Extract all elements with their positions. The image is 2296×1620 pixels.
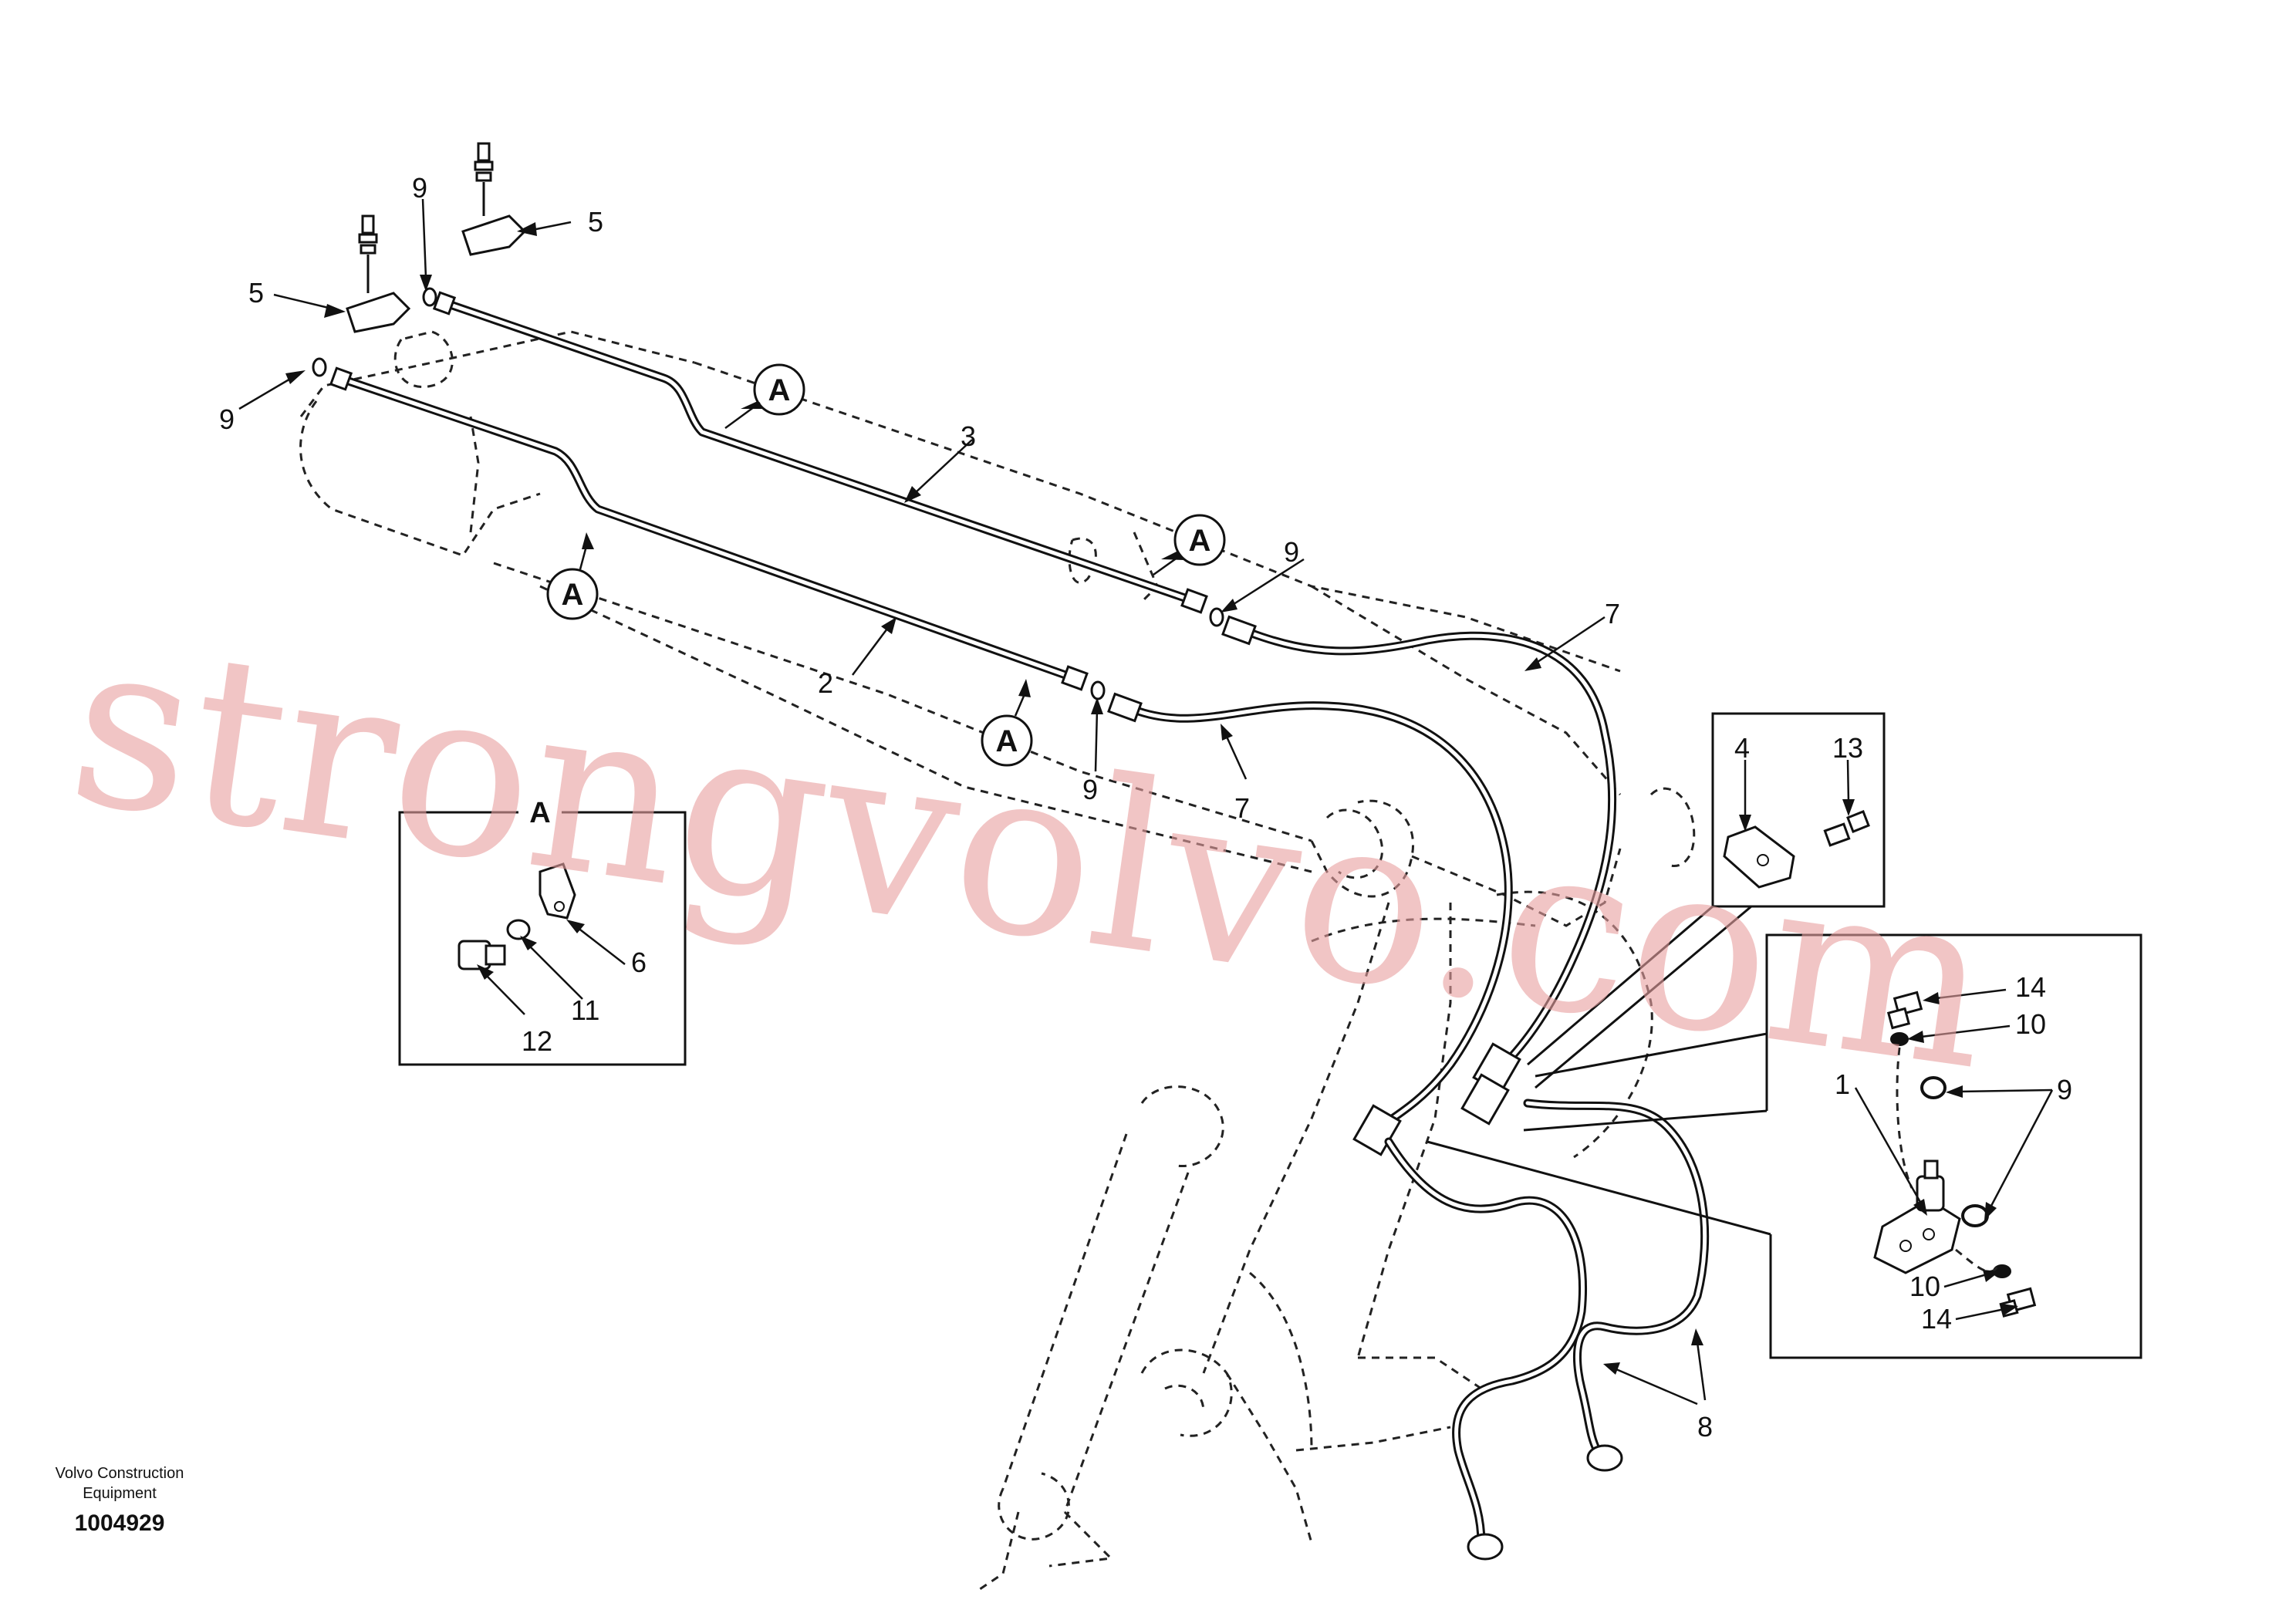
clamp-5-upper [461, 142, 527, 256]
leaders [238, 198, 1707, 1406]
callout-a-2-text: A [1189, 524, 1211, 558]
connection-block [1352, 1042, 1521, 1156]
oring-9-mid-upper [1209, 607, 1224, 627]
label-7-upper: 7 [1605, 598, 1620, 629]
detail-box-label-4: 4 [1734, 732, 1750, 764]
oring-9-top [422, 287, 437, 307]
detail-a-label-6: 6 [631, 947, 647, 978]
detail-box-label-10-top: 10 [2015, 1008, 2046, 1040]
label-5-lower: 5 [248, 277, 264, 309]
detail-box-label-14-bottom: 14 [1921, 1303, 1952, 1335]
detail-a-label-12: 12 [522, 1025, 552, 1057]
tube-3 [432, 291, 1208, 614]
label-9-mid-lower: 9 [1082, 774, 1098, 805]
label-8: 8 [1697, 1411, 1713, 1443]
boom-outline [299, 330, 1696, 1591]
label-7-lower: 7 [1234, 792, 1250, 824]
label-9-left: 9 [219, 403, 235, 435]
callout-a-1: A [724, 363, 805, 430]
callout-a-4: A [981, 679, 1033, 767]
oring-9-mid-lower [1090, 680, 1106, 700]
label-2: 2 [818, 667, 833, 699]
detail-box-label-14-top: 14 [2015, 971, 2046, 1003]
oring-9-left [312, 357, 327, 377]
company-line-1: Volvo Construction [56, 1465, 184, 1482]
detail-a-box: A 6 11 12 [398, 797, 687, 1066]
tube-2 [329, 366, 1089, 691]
detail-a-label-11: 11 [571, 994, 599, 1026]
hoses-8 [1384, 1099, 1710, 1561]
detail-box-connection-block: 14 10 1 9 10 14 [1427, 933, 2142, 1359]
detail-box-label-9: 9 [2057, 1074, 2072, 1105]
callout-a-3: A [546, 532, 599, 620]
detail-box-label-13: 13 [1832, 732, 1863, 764]
callout-a-2: A [1153, 514, 1226, 576]
hose-7-lower [1107, 692, 1513, 1131]
detail-box-label-10-bottom: 10 [1909, 1271, 1940, 1302]
callout-a-3-text: A [562, 578, 584, 612]
detail-box-label-1: 1 [1835, 1068, 1850, 1100]
detail-a-title: A [529, 797, 550, 829]
label-3: 3 [961, 420, 976, 452]
hose-7-upper [1221, 615, 1617, 1077]
drawing-number: 1004929 [75, 1510, 165, 1536]
label-5-upper: 5 [588, 206, 603, 238]
label-9-top: 9 [412, 172, 427, 204]
clamp-5-lower [346, 214, 411, 333]
callout-a-4-text: A [996, 724, 1018, 758]
callout-a-1-text: A [768, 373, 791, 407]
company-line-2: Equipment [83, 1485, 157, 1502]
label-9-mid-upper: 9 [1284, 536, 1299, 568]
detail-box-clamp-block: 4 13 [1527, 712, 1886, 1089]
